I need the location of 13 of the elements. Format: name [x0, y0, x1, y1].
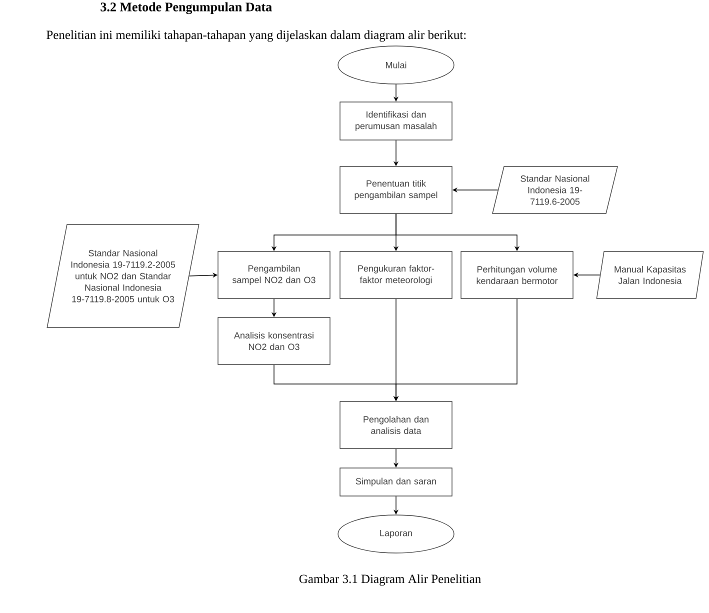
process-box: Perhitungan volume kendaraan bermotor [460, 251, 574, 299]
process-box: Analisis konsentrasi NO2 dan O3 [218, 317, 330, 365]
figure-caption: Gambar 3.1 Diagram Alir Penelitian [299, 574, 481, 586]
process-box: Pengukuran faktor-faktor meteorologi [340, 251, 452, 299]
process-box: Simpulan dan saran [340, 468, 452, 496]
process-box: Pengolahan dan analisis data [340, 401, 452, 449]
process-box: Pengambilan sampel NO2 dan O3 [218, 251, 330, 299]
input-parallelogram: Standar Nasional Indonesia 19-7119.6-2005 [492, 166, 618, 214]
input-parallelogram: Manual Kapasitas Jalan Indonesia [596, 251, 704, 299]
input-parallelogram: Standar Nasional Indonesia 19-7119.2-2005 untuk NO2 dan Standar Nasional Indonesia 19-7119.8-2005 untuk O3 [46, 224, 200, 328]
process-box: Identifikasi dan perumusan masalah [340, 102, 452, 140]
process-box: Penentuan titik pengambilan sampel [340, 166, 452, 214]
section-heading: 3.2 Metode Pengumpulan Data [100, 2, 272, 14]
